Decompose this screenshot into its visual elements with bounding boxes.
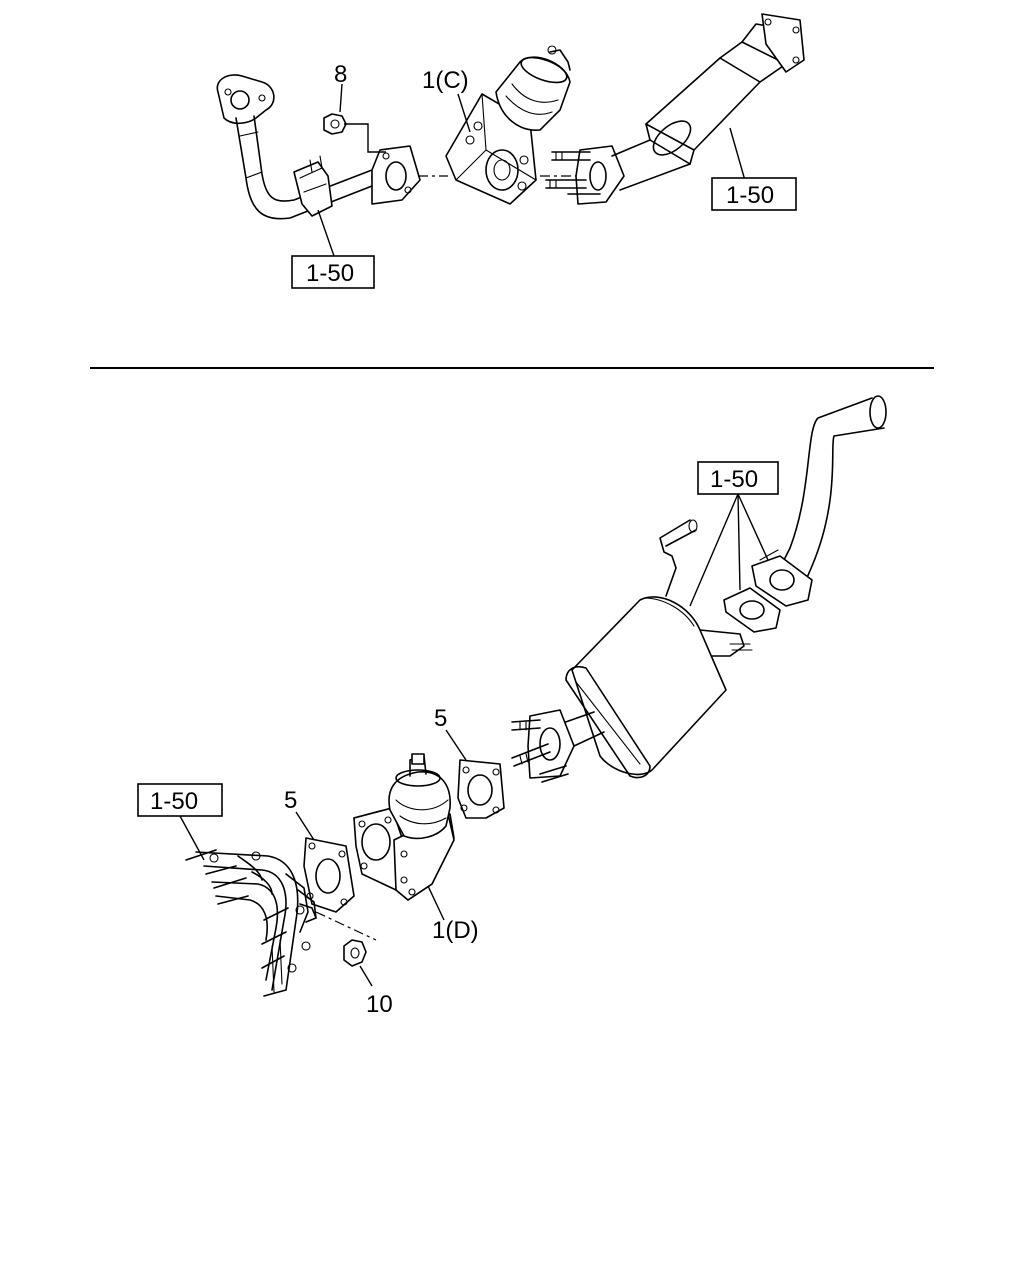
ref-box-manifold: 1-50	[137, 783, 223, 861]
stud-flange-top	[545, 145, 625, 205]
nut-8: 8	[323, 61, 386, 153]
stud-flange-bottom	[511, 709, 575, 783]
part-10-label: 10	[366, 991, 393, 1018]
gasket-5-left: 5	[284, 787, 355, 913]
muffler	[559, 519, 753, 779]
nut-10: 10	[343, 939, 393, 1018]
part-5-right-label: 5	[434, 705, 447, 732]
ref-top-left-label: 1-50	[306, 260, 354, 287]
gasket-5-right: 5	[434, 705, 505, 819]
pipe-flange	[371, 145, 421, 205]
ref-muffler-label: 1-50	[710, 466, 758, 493]
exhaust-brake-valve-1d: 1(D)	[353, 753, 479, 944]
tail-gasket	[723, 587, 781, 633]
bottom-section: 1-50 5	[137, 395, 887, 1018]
ref-manifold-label: 1-50	[150, 788, 198, 815]
bottom-centerline	[315, 911, 377, 941]
top-section: 8 1(C)	[216, 13, 805, 289]
exhaust-pipe-right	[611, 13, 805, 191]
exhaust-manifold	[185, 849, 317, 997]
ref-box-top-right: 1-50	[711, 177, 797, 211]
ref-top-right-label: 1-50	[726, 182, 774, 209]
part-8-label: 8	[334, 61, 347, 88]
exhaust-brake-valve-1c: 1(C)	[422, 45, 571, 205]
ref-box-top-left: 1-50	[291, 209, 375, 289]
pipe-bracket	[293, 155, 333, 217]
part-1d-label: 1(D)	[432, 917, 479, 944]
part-5-left-label: 5	[284, 787, 297, 814]
part-1c-label: 1(C)	[422, 67, 469, 94]
tail-pipe	[751, 395, 887, 607]
ref-box-muffler: 1-50	[689, 461, 779, 607]
